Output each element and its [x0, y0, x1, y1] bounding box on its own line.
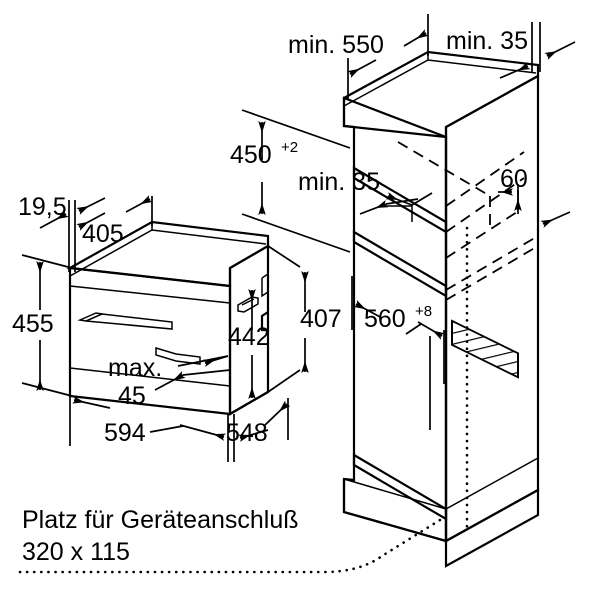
appliance-door-handle — [77, 312, 105, 322]
appliance-side-notch — [261, 278, 269, 298]
cabinet-hidden-diagonal-a — [445, 177, 525, 233]
appliance-door-top-line — [69, 285, 231, 304]
cabinet-plinth — [342, 479, 540, 568]
appliance-bottom-edge — [229, 391, 269, 415]
leader-min35-mid-a — [411, 192, 433, 206]
label-407: 407 — [300, 305, 342, 333]
label-min-550: min. 550 — [288, 31, 384, 59]
note-connection-space-line2: 320 x 115 — [22, 538, 130, 566]
arrow-min35-mid-b — [359, 200, 389, 215]
connection-space-leader — [18, 518, 442, 574]
leader-max45-b — [182, 369, 231, 376]
label-560: 560 — [364, 305, 406, 333]
cabinet-hidden-top-rear — [397, 141, 491, 197]
ext-407-bottom — [267, 369, 301, 393]
label-450-superscript: +2 — [281, 139, 298, 156]
arrow-594-right — [179, 424, 226, 441]
label-442: 442 — [228, 323, 270, 351]
appliance-isometric-view — [66, 220, 270, 416]
cabinet-isometric-view — [342, 50, 540, 568]
appliance-side-grip — [237, 296, 259, 313]
appliance-door-bottom-line — [69, 367, 231, 387]
appliance-dimension-lines — [21, 195, 309, 462]
arrow-548-right — [264, 400, 291, 426]
arrow-min35-top-right — [544, 41, 576, 60]
cabinet-lower-shelf — [352, 230, 448, 298]
appliance-door-handle-bar — [85, 313, 173, 330]
cabinet-lower-floor — [352, 453, 448, 521]
label-45: 45 — [118, 382, 146, 410]
label-450-group: 450 +2 — [230, 139, 298, 169]
label-548: 548 — [226, 419, 268, 447]
label-560-group: 560 +8 — [364, 303, 432, 333]
ext-450-bottom — [241, 213, 351, 253]
cabinet-hidden-diagonal-d — [445, 235, 539, 291]
label-19-5: 19,5 — [18, 193, 67, 221]
arrow-max45-b — [154, 371, 186, 391]
label-min-35-top: min. 35 — [446, 27, 528, 55]
label-405: 405 — [82, 220, 124, 248]
ext-450-top — [241, 109, 351, 149]
cabinet-shelf-ledge — [380, 205, 413, 222]
leader-594 — [149, 425, 184, 433]
label-560-superscript: +8 — [415, 303, 432, 320]
arrow-594-left — [72, 396, 111, 409]
ext-455-top — [21, 254, 73, 269]
label-min-35-mid: min. 35 — [298, 168, 380, 196]
ventilation-cutout — [451, 319, 519, 379]
arrow-19-5-left — [39, 210, 69, 229]
arrow-548-left — [237, 429, 269, 442]
leader-560 — [405, 323, 422, 335]
arrow-560-left — [353, 300, 383, 319]
ext-407-top — [267, 245, 301, 268]
arrow-right-edge — [540, 211, 571, 228]
cabinet-hidden-diagonal-b — [445, 209, 521, 259]
note-connection-space-line1: Platz für Geräteanschluß — [22, 506, 299, 534]
arrow-560-right — [417, 321, 445, 340]
arrow-405-left — [76, 212, 106, 231]
label-455: 455 — [12, 310, 54, 338]
arrow-min550-right — [403, 29, 429, 47]
cabinet-lower-floor-line — [353, 454, 447, 510]
arrow-min550-left — [347, 59, 377, 78]
label-max-prefix: max. — [108, 354, 162, 382]
appliance-control-strip — [155, 346, 201, 365]
cabinet-plinth-top-edge — [343, 457, 539, 510]
cabinet-right-face — [444, 74, 540, 543]
arrow-19-5-right — [76, 197, 106, 215]
connection-space-dotted-path — [18, 518, 442, 574]
cabinet-upper-shelf-back — [353, 167, 447, 223]
cabinet-top-face — [342, 50, 540, 139]
arrow-405-right — [125, 195, 153, 213]
leader-min35-mid-b — [385, 198, 419, 205]
ext-455-bottom — [21, 382, 73, 397]
label-60: 60 — [500, 165, 528, 193]
label-450: 450 — [230, 141, 272, 169]
cabinet-hidden-shelf-rear — [445, 151, 525, 207]
arrow-min35-mid-a — [385, 192, 413, 206]
cabinet-dimension-lines — [241, 14, 576, 430]
appliance-front-face — [68, 266, 232, 416]
appliance-side-notch-edge — [261, 273, 269, 279]
cabinet-hidden-diagonal-c — [445, 245, 539, 301]
leader-max45-a — [177, 355, 229, 367]
arrow-min35-top-left — [499, 62, 531, 79]
label-594: 594 — [104, 419, 146, 447]
